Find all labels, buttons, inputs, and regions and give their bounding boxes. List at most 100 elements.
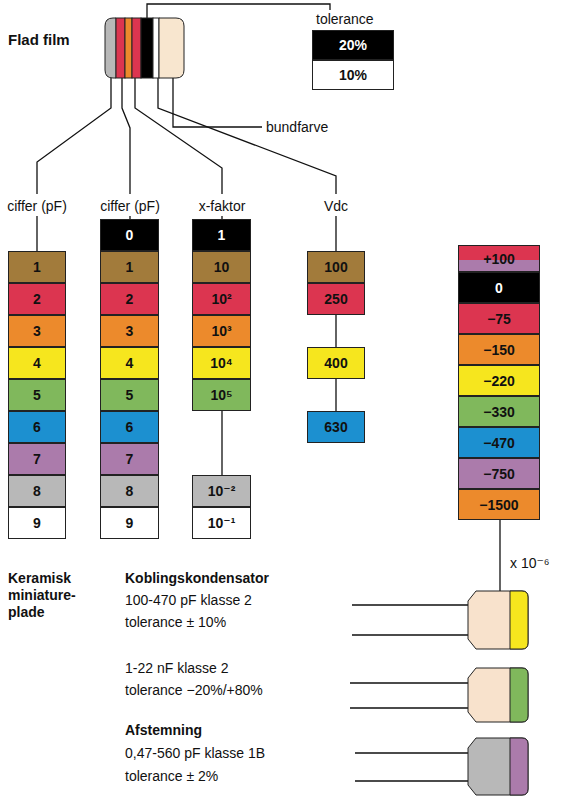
cell-value: 10⁵ [210, 387, 232, 403]
cell-value: 1 [218, 227, 226, 243]
color-cell: 10⁴ [192, 347, 251, 379]
cell-value: −150 [483, 342, 515, 358]
color-cell: +100 [458, 245, 540, 272]
label-text: tolerance [316, 11, 374, 28]
label-text: tolerance ± 10% [125, 614, 226, 631]
leader-lines [37, 4, 500, 781]
capacitor-body [159, 18, 184, 78]
capacitor-band [116, 18, 125, 78]
color-cell: −330 [458, 396, 540, 427]
capacitor-band [510, 591, 528, 649]
color-cell: −1500 [458, 489, 540, 520]
cell-value: 2 [126, 291, 134, 307]
cell-value: −750 [483, 466, 515, 482]
label-text: Keramisk miniature-plade [8, 570, 88, 620]
leader-line [221, 411, 222, 475]
color-cell: 2 [8, 283, 66, 315]
color-cell: 400 [307, 347, 365, 379]
color-cell: 1 [192, 219, 251, 251]
cell-value: −330 [483, 404, 515, 420]
cell-value: 10⁻¹ [208, 515, 236, 531]
label-text: 1-22 nF klasse 2 [125, 660, 229, 677]
capacitor-band [510, 738, 528, 795]
label-text: x 10⁻⁶ [510, 555, 550, 572]
leader-line [122, 78, 130, 219]
color-cell: 6 [8, 411, 66, 443]
cell-value: 630 [324, 419, 347, 435]
color-cell: 3 [100, 315, 159, 347]
label-text: Koblingskondensator [125, 570, 269, 587]
color-cell: 10³ [192, 315, 251, 347]
color-cell: 1 [100, 251, 159, 283]
ceramic-capacitors [468, 591, 528, 795]
capacitor-lead [350, 605, 470, 781]
color-cell: −75 [458, 303, 540, 334]
cell-value: −1500 [479, 497, 518, 513]
cell-value: −75 [487, 311, 511, 327]
leader-line [173, 78, 262, 127]
label-text: bundfarve [266, 119, 328, 136]
label-text: tolerance ± 2% [125, 768, 218, 785]
cell-value: 10⁻² [208, 483, 236, 499]
cell-value: 7 [33, 451, 41, 467]
cell-value: 400 [324, 355, 347, 371]
label-text: x-faktor [172, 198, 272, 215]
cell-value: 6 [126, 419, 134, 435]
cell-value: 3 [126, 323, 134, 339]
color-cell: 7 [8, 443, 66, 475]
cell-value: 10% [339, 67, 367, 83]
cell-value: 100 [324, 259, 347, 275]
color-cell: 10⁻¹ [192, 507, 251, 539]
cell-value: 10⁴ [210, 355, 233, 371]
cell-value: −220 [483, 373, 515, 389]
color-cell: 10 [192, 251, 251, 283]
label-text: Vdc [286, 198, 386, 215]
color-cell: 9 [100, 507, 159, 539]
color-cell: 10⁵ [192, 379, 251, 411]
cell-value: 10³ [211, 323, 231, 339]
color-cell: −470 [458, 427, 540, 458]
cell-value: 6 [33, 419, 41, 435]
label-text: ciffer (pF) [0, 198, 87, 215]
cell-value: 9 [33, 515, 41, 531]
color-cell: 10⁻² [192, 475, 251, 507]
color-cell: −150 [458, 334, 540, 365]
color-cell: 0 [100, 219, 159, 251]
label-text: Afstemning [125, 722, 202, 739]
cell-value: 4 [126, 355, 134, 371]
color-cell: 5 [8, 379, 66, 411]
label-text: 100-470 pF klasse 2 [125, 592, 252, 609]
cell-value: 5 [126, 387, 134, 403]
cell-value: 1 [126, 259, 134, 275]
capacitor-band [105, 18, 116, 78]
color-cell: 8 [8, 475, 66, 507]
color-cell: 1 [8, 251, 66, 283]
color-cell: 4 [100, 347, 159, 379]
label-text: tolerance −20%/+80% [125, 682, 263, 699]
color-cell: 3 [8, 315, 66, 347]
cell-value: +100 [483, 251, 515, 267]
film-capacitor [105, 18, 184, 78]
cell-value: 10² [211, 291, 231, 307]
cell-value: 9 [126, 515, 134, 531]
cell-value: 1 [33, 259, 41, 275]
label-text: 0,47-560 pF klasse 1B [125, 745, 265, 762]
color-cell: 100 [307, 251, 365, 283]
ceramic-capacitor [468, 668, 528, 722]
color-cell: 0 [458, 272, 540, 303]
cell-value: 4 [33, 355, 41, 371]
cell-value: 10 [214, 259, 230, 275]
capacitor-band [510, 668, 528, 722]
cell-value: 250 [324, 291, 347, 307]
capacitor-band [141, 18, 153, 78]
color-cell: 250 [307, 283, 365, 315]
color-cell: −750 [458, 458, 540, 489]
cell-value: 0 [495, 280, 503, 296]
cell-value: 20% [339, 37, 367, 53]
color-cell: 8 [100, 475, 159, 507]
color-cell: 630 [307, 411, 365, 443]
ceramic-capacitor [468, 738, 528, 795]
color-cell: −220 [458, 365, 540, 396]
leader-line [135, 78, 222, 219]
